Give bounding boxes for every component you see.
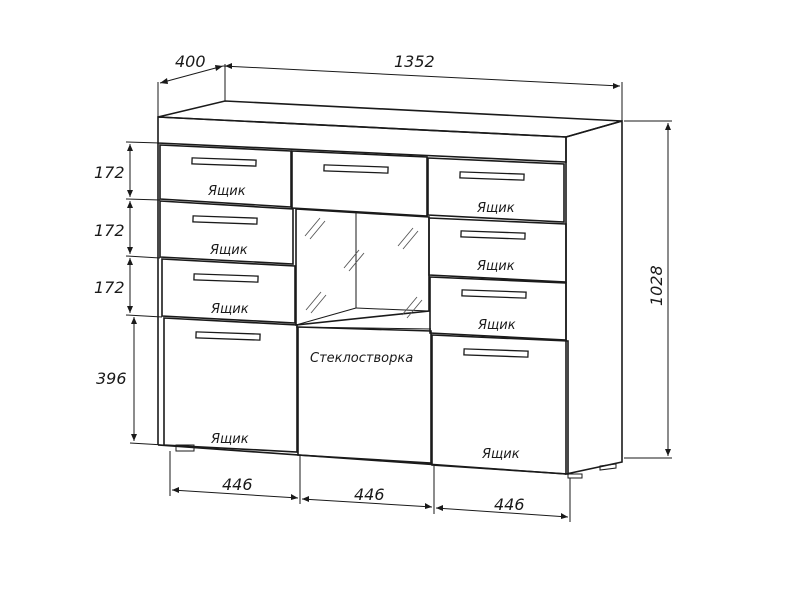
foot-right-front <box>567 473 583 479</box>
handle-left-3 <box>193 273 259 283</box>
handle-left-2 <box>192 215 258 225</box>
dim-line-width <box>222 65 621 87</box>
dim-row-2: 172 <box>94 221 125 240</box>
arrowheads <box>127 63 671 519</box>
left-column: Ящик Ящик Ящик Ящик <box>159 144 298 453</box>
foot-left <box>175 444 195 452</box>
label-door-left: Ящик <box>210 432 249 447</box>
drawer-right-1 <box>427 157 565 223</box>
dim-section-right: 446 <box>494 495 525 514</box>
label-drawer-right-1: Ящик <box>476 201 515 216</box>
door-right <box>431 334 569 475</box>
dim-height: 1028 <box>647 265 666 306</box>
drawer-middle <box>291 150 428 217</box>
right-column: Ящик Ящик Ящик Ящик <box>427 157 569 475</box>
handle-right-3 <box>461 289 527 299</box>
handle-left-1 <box>191 157 257 167</box>
dim-line-section-right <box>435 507 569 518</box>
label-glass-door: Стеклостворка <box>310 351 413 366</box>
label-drawer-left-3: Ящик <box>210 302 249 317</box>
right-side-panel <box>565 119 623 475</box>
dim-line-section-left <box>171 489 299 499</box>
drawer-left-1 <box>159 144 292 208</box>
niche-back-floor <box>355 307 430 312</box>
handle-middle <box>323 164 389 174</box>
dim-bottom-section: 396 <box>96 369 127 388</box>
dim-row-1: 172 <box>94 163 125 182</box>
middle-column: Стеклостворка <box>291 150 432 464</box>
dim-line-section-middle <box>301 498 433 508</box>
drawer-left-3 <box>161 258 296 324</box>
dim-width: 1352 <box>394 52 435 71</box>
handle-door-left <box>195 331 261 341</box>
label-drawer-right-2: Ящик <box>476 259 515 274</box>
top-rail <box>157 116 567 163</box>
door-left <box>163 317 298 453</box>
label-door-right: Ящик <box>481 447 520 462</box>
handle-door-right <box>463 348 529 358</box>
drawer-right-2 <box>428 217 567 283</box>
label-drawer-left-1: Ящик <box>207 184 246 199</box>
cabinet-body <box>157 100 623 479</box>
drawer-left-2 <box>159 200 294 265</box>
niche-floor-edge <box>295 307 357 326</box>
handle-right-1 <box>459 171 525 181</box>
dim-depth: 400 <box>175 52 206 71</box>
label-drawer-right-3: Ящик <box>477 318 516 333</box>
glass-reflection <box>304 217 423 319</box>
dim-section-left: 446 <box>222 475 253 494</box>
foot-right-back <box>599 463 617 471</box>
glass-door <box>297 326 432 464</box>
dim-section-middle: 446 <box>354 485 385 504</box>
cabinet-top <box>157 100 623 138</box>
label-drawer-left-2: Ящик <box>209 243 248 258</box>
handle-right-2 <box>460 230 526 240</box>
dim-row-3: 172 <box>94 278 125 297</box>
drawer-right-3 <box>429 276 567 341</box>
dimension-lines: 400 1352 1028 172 172 172 396 446 446 <box>94 52 672 522</box>
dim-line-depth <box>159 65 224 84</box>
